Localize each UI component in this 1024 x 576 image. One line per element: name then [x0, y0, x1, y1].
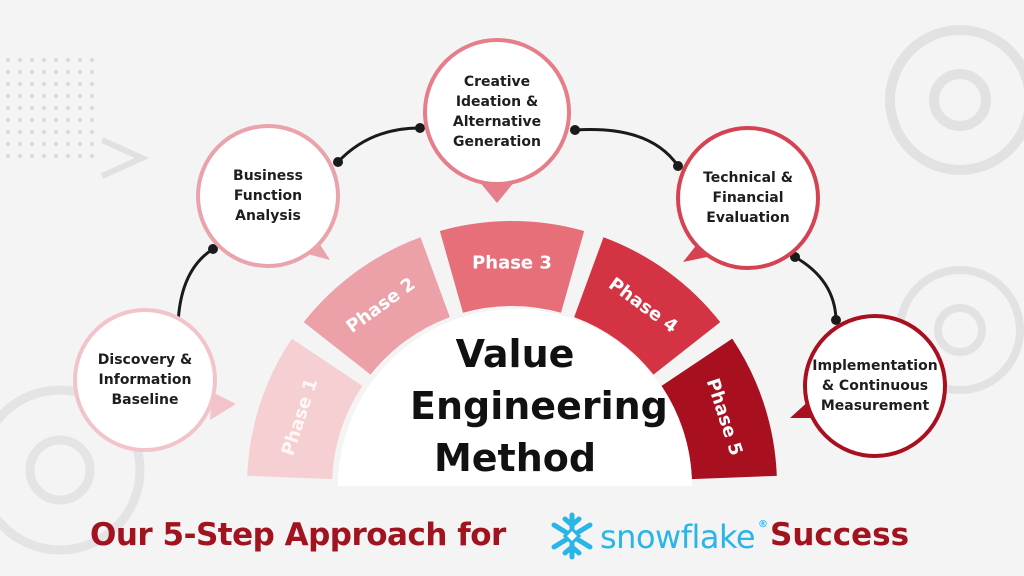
phase-segment [247, 338, 363, 480]
brand-name: snowflake [600, 518, 756, 556]
step-circle [73, 308, 217, 452]
footer-banner: Our 5-Step Approach for snowflake ® Succ… [0, 505, 1024, 561]
footer-suffix: Success [770, 517, 910, 553]
step-label-line: Evaluation [706, 210, 790, 226]
pointer-tail [210, 392, 236, 420]
page-title: Value Engineering Method [410, 328, 668, 484]
snowflake-icon [551, 512, 593, 560]
phase-segment [303, 237, 450, 375]
dot-grid [6, 58, 94, 158]
phase-segment [661, 338, 777, 480]
center-disc [338, 309, 692, 486]
connector-2-3 [336, 126, 421, 164]
step-label-line: Ideation & [455, 94, 539, 110]
phase-segments [247, 221, 777, 480]
chevron-right-icon [100, 137, 150, 179]
step-label-line: Analysis [235, 208, 301, 224]
phase-label: Phase 3 [472, 253, 552, 274]
step-label-line: Implementation [812, 358, 938, 374]
pointer-tail [478, 180, 516, 203]
snowflake-logo: snowflake ® [548, 511, 770, 561]
gear-icon [885, 25, 1024, 175]
step-label-line: & Continuous [821, 378, 929, 394]
connector-1-2 [176, 247, 214, 326]
footer-prefix: Our 5-Step Approach for [90, 517, 506, 553]
step-label-line: Alternative [452, 114, 542, 130]
gear-icon [0, 385, 145, 555]
step-label-line: Measurement [820, 398, 930, 414]
step-label-line: Function [233, 188, 303, 204]
step-label-line: Financial [712, 190, 784, 206]
title-line: Engineering [410, 384, 668, 428]
registered-mark: ® [758, 519, 768, 530]
phase-segment [439, 221, 585, 313]
step-label-line: Baseline [111, 392, 179, 408]
step-label-line: Information [98, 372, 192, 388]
connector-3-4 [574, 127, 680, 167]
step-label-line: Creative [463, 74, 531, 90]
step-label-line: Technical & [703, 170, 793, 186]
connector-4-5 [794, 255, 838, 321]
step-label-line: Business [233, 168, 303, 184]
connector-lines [176, 126, 838, 326]
step-circle [803, 314, 947, 458]
title-line: Method [433, 436, 597, 480]
step-circle [423, 38, 571, 186]
step-circle [196, 124, 340, 268]
step-label-line: Discovery & [97, 352, 193, 368]
phase-segment [574, 237, 721, 375]
title-line: Value [455, 332, 575, 376]
step-circle [676, 126, 820, 270]
step-circles [73, 38, 947, 458]
step-label-line: Generation [453, 134, 541, 150]
